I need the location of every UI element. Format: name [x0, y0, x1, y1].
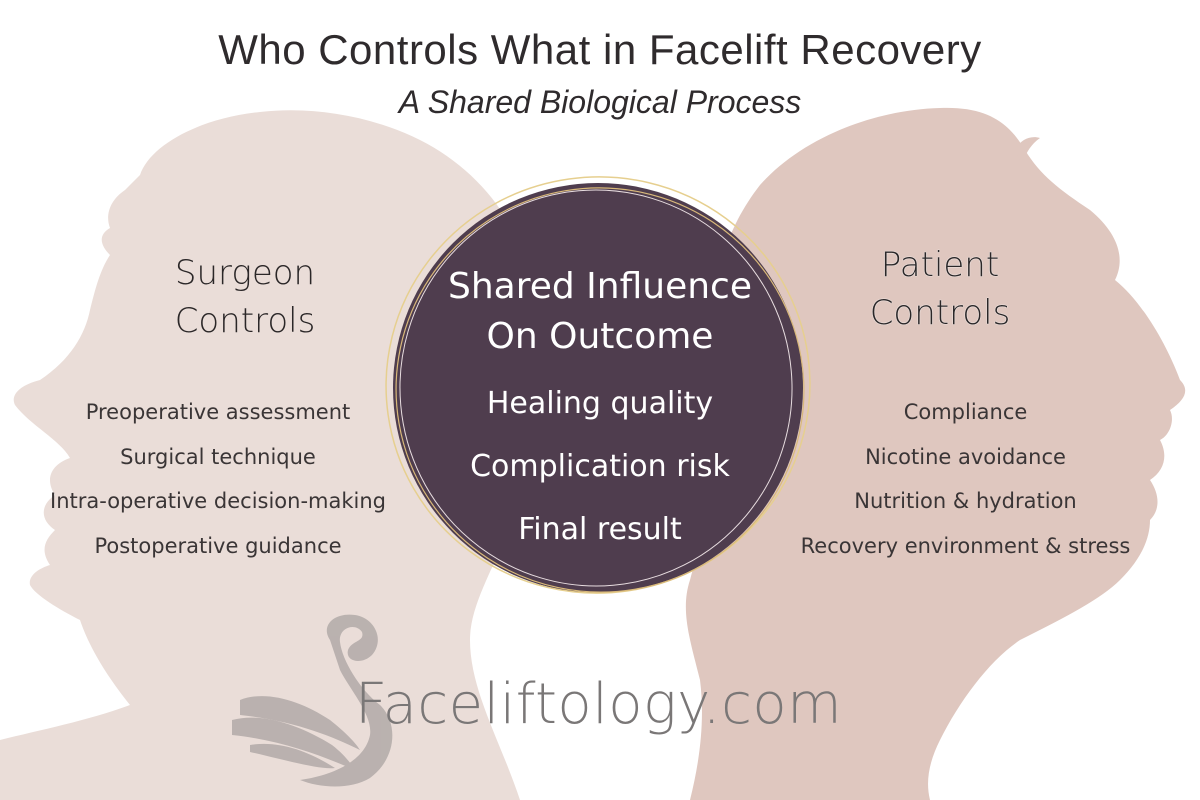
list-item: Complication risk — [470, 449, 730, 484]
surgeon-controls-list: Preoperative assessment Surgical techniq… — [18, 390, 418, 568]
right-head-silhouette-icon — [685, 107, 1186, 800]
gold-ring-mid — [395, 187, 805, 593]
shared-heading-line2: On Outcome — [486, 316, 714, 357]
list-item: Compliance — [903, 400, 1028, 424]
surgeon-controls-heading: Surgeon Controls — [95, 249, 395, 345]
shared-heading-line1: Shared Influence — [447, 266, 752, 307]
shared-influence-panel: Shared Influence On Outcome Healing qual… — [400, 262, 800, 561]
page-subtitle: A Shared Biological Process — [398, 84, 802, 120]
list-item: Recovery environment & stress — [800, 533, 1131, 558]
list-item: Nutrition & hydration — [854, 489, 1077, 513]
patient-heading-line2: Controls — [869, 293, 1011, 333]
white-ring-inner — [399, 189, 793, 587]
list-item: Surgical technique — [120, 444, 316, 469]
shared-influence-list: Healing quality Complication risk Final … — [400, 372, 800, 561]
right-hair-wisp-icon — [1015, 137, 1040, 165]
list-item: Nicotine avoidance — [865, 444, 1066, 469]
list-item: Healing quality — [486, 386, 714, 421]
left-head-silhouette-icon — [0, 110, 542, 800]
list-item: Final result — [518, 512, 682, 547]
patient-heading-line1: Patient — [880, 245, 1000, 285]
brand-logo-text: Faceliftology.com — [355, 672, 843, 737]
shared-influence-heading: Shared Influence On Outcome — [400, 262, 800, 362]
surgeon-heading-line2: Controls — [174, 301, 316, 341]
swan-logo-icon — [232, 614, 393, 787]
patient-controls-list: Compliance Nicotine avoidance Nutrition … — [768, 390, 1163, 568]
surgeon-heading-line1: Surgeon — [174, 253, 316, 293]
list-item: Intra-operative decision-making — [50, 489, 386, 513]
patient-controls-heading: Patient Controls — [790, 241, 1090, 337]
list-item: Preoperative assessment — [85, 400, 351, 424]
list-item: Postoperative guidance — [94, 533, 342, 558]
left-hair-wisp-icon — [175, 135, 215, 175]
center-circle — [393, 183, 803, 593]
page-title: Who Controls What in Facelift Recovery — [218, 26, 982, 73]
